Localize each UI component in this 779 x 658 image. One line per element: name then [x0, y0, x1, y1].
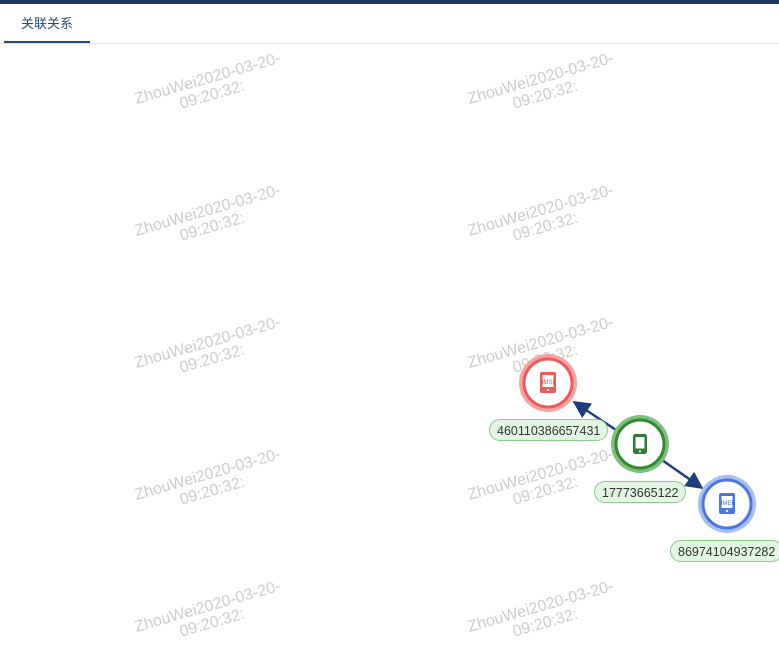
phone-imsi-icon: IMSI: [540, 372, 556, 393]
node-imsi[interactable]: IMSI: [519, 354, 577, 412]
tab-bar: 关联关系: [0, 4, 779, 44]
node-imei[interactable]: IMEI: [698, 475, 756, 533]
node-label-imsi: 460110386657431: [489, 419, 609, 441]
node-phone[interactable]: [611, 415, 669, 473]
top-accent-bar: [0, 0, 779, 4]
svg-text:IMEI: IMEI: [721, 501, 734, 507]
svg-text:IMSI: IMSI: [542, 380, 555, 386]
edge-phone-imsi: [572, 400, 617, 432]
mobile-phone-icon: [633, 434, 647, 454]
edge-phone-imei: [661, 458, 704, 490]
node-label-imei: 86974104937282: [670, 540, 779, 562]
phone-imei-icon: IMEI: [719, 493, 735, 514]
node-label-phone: 17773665122: [594, 481, 687, 503]
tab-relations[interactable]: 关联关系: [4, 4, 90, 43]
